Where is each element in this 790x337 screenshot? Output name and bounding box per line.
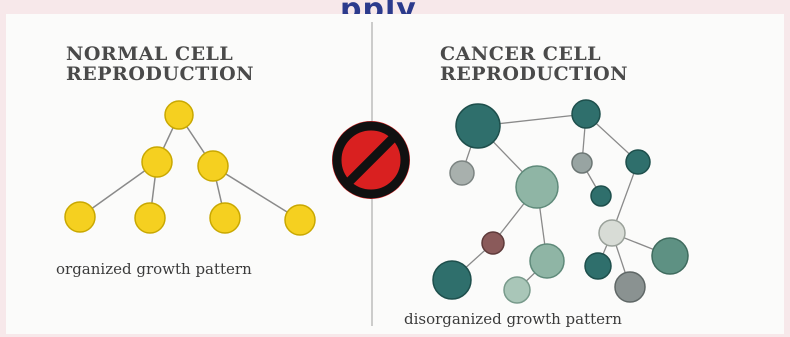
prohibition-icon (332, 121, 410, 199)
normal-cell (65, 202, 95, 232)
normal-cells (65, 101, 315, 235)
cancer-heading-line1: CANCER CELL (440, 44, 601, 64)
cancer-cell (433, 261, 471, 299)
cancer-cell (482, 232, 504, 254)
normal-cell (142, 147, 172, 177)
cancer-caption: disorganized growth pattern (404, 310, 622, 328)
normal-heading-line2: REPRODUCTION (66, 64, 254, 84)
cancer-cell (504, 277, 530, 303)
cancer-cell (530, 244, 564, 278)
cancer-cell (450, 161, 474, 185)
normal-caption: organized growth pattern (56, 260, 252, 278)
normal-cell (198, 151, 228, 181)
cancer-cell (652, 238, 688, 274)
cancer-cells (433, 100, 688, 303)
normal-heading-line1: NORMAL CELL (66, 44, 233, 64)
normal-cell (285, 205, 315, 235)
cancer-cell (626, 150, 650, 174)
cancer-cell (572, 100, 600, 128)
normal-cell-tree (80, 115, 300, 220)
cancer-heading-line2: REPRODUCTION (440, 64, 628, 84)
normal-cell (165, 101, 193, 129)
normal-cell (135, 203, 165, 233)
normal-cell (210, 203, 240, 233)
cancer-cell (456, 104, 500, 148)
cancer-cell (591, 186, 611, 206)
cancer-cell (572, 153, 592, 173)
cancer-cell (615, 272, 645, 302)
cancer-cell (516, 166, 558, 208)
cancer-cell (599, 220, 625, 246)
cancer-cell (585, 253, 611, 279)
